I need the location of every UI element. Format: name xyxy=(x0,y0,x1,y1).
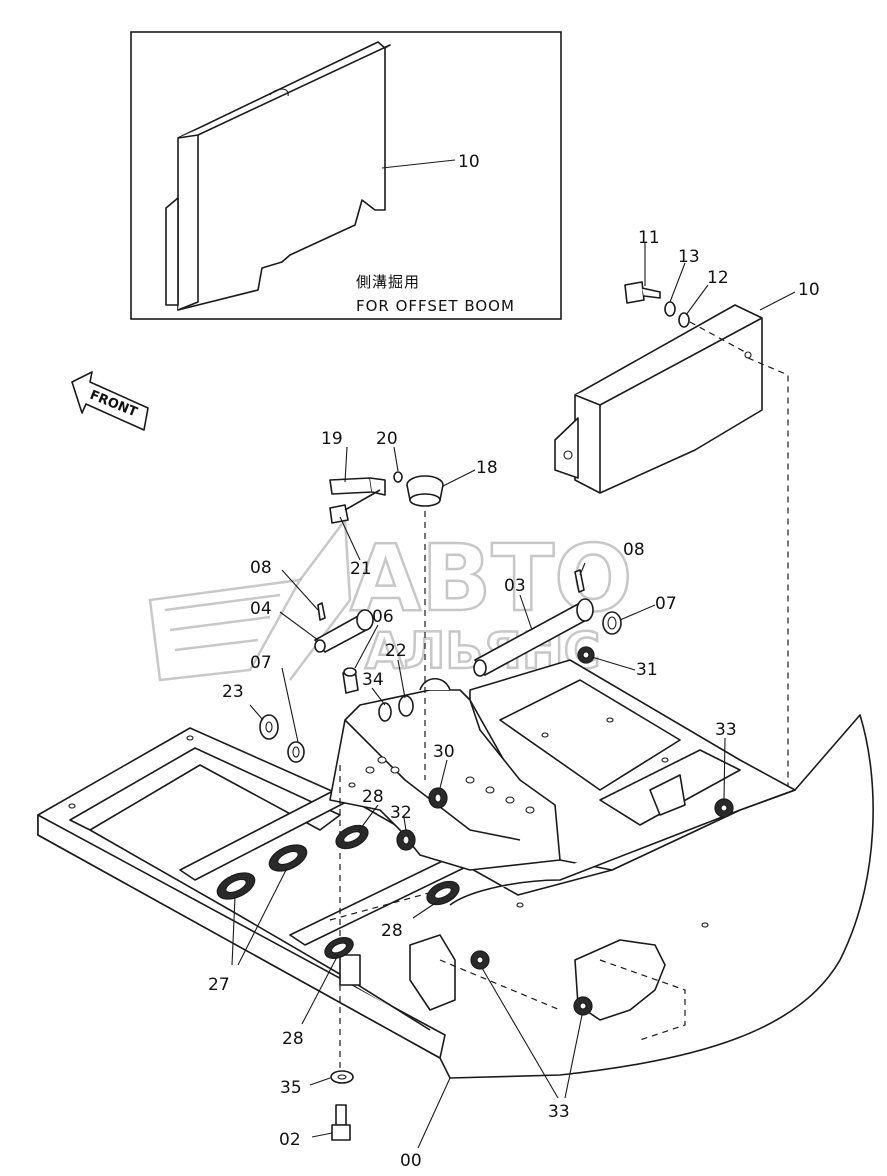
callout-35: 35 xyxy=(280,1078,302,1098)
inset-offset-boom: 10 側溝掘用 FOR OFFSET BOOM xyxy=(130,31,562,320)
oval-mount-28-c xyxy=(324,937,354,959)
callout-03: 03 xyxy=(504,576,526,596)
callout-19: 19 xyxy=(321,429,343,449)
rubber-mount-33-right xyxy=(573,996,593,1016)
spring-pin-08-left xyxy=(317,602,326,621)
callout-21: 21 xyxy=(350,559,372,579)
callout-28-middle: 28 xyxy=(381,921,403,941)
callout-10: 10 xyxy=(798,280,820,300)
front-direction-arrow: FRONT xyxy=(71,371,149,431)
leader-10-inset xyxy=(381,159,456,169)
rail-holes xyxy=(68,717,709,928)
washer-13 xyxy=(664,301,676,317)
rubber-mount-31 xyxy=(577,646,595,664)
bolt-02 xyxy=(331,1104,351,1141)
callout-06: 06 xyxy=(372,607,394,627)
inset-counterweight xyxy=(165,41,391,311)
callouts: 11 13 12 10 19 20 18 21 08 08 04 06 03 0… xyxy=(208,228,820,1171)
counterweight xyxy=(554,304,763,494)
inset-caption-jp: 側溝掘用 xyxy=(356,273,420,291)
callout-20: 20 xyxy=(376,429,398,449)
pin-04 xyxy=(314,609,374,653)
callout-34: 34 xyxy=(362,670,384,690)
rubber-mount-30 xyxy=(428,787,448,809)
oval-mount-28-a xyxy=(335,824,369,850)
callout-12: 12 xyxy=(707,268,729,288)
rubber-mount-33-front xyxy=(470,950,490,970)
callout-33-front: 33 xyxy=(548,1102,570,1122)
callout-22: 22 xyxy=(385,641,407,661)
callout-07-right: 07 xyxy=(655,594,677,614)
washer-20 xyxy=(393,471,403,483)
callout-27: 27 xyxy=(208,975,230,995)
callout-30: 30 xyxy=(433,742,455,762)
oval-mount-27-b xyxy=(268,844,308,872)
snap-ring-07-left xyxy=(287,741,305,763)
callout-08-left: 08 xyxy=(250,558,272,578)
upper-frame xyxy=(37,659,874,1079)
ring-22 xyxy=(398,695,414,717)
callout-04: 04 xyxy=(250,599,272,619)
inset-caption-en: FOR OFFSET BOOM xyxy=(356,297,515,315)
callout-11: 11 xyxy=(638,228,660,248)
leader-lines xyxy=(231,243,796,1149)
callout-07-left: 07 xyxy=(250,653,272,673)
callout-31: 31 xyxy=(636,660,658,680)
oval-mount-28-b xyxy=(426,880,460,906)
callout-28-upper: 28 xyxy=(362,787,384,807)
washer-12 xyxy=(678,312,690,328)
callout-02: 02 xyxy=(279,1130,301,1150)
callout-28-lower: 28 xyxy=(282,1029,304,1049)
callout-18: 18 xyxy=(476,458,498,478)
inset-frame xyxy=(130,31,562,320)
callout-23: 23 xyxy=(222,682,244,702)
callout-08-right: 08 xyxy=(623,540,645,560)
snap-ring-07-right xyxy=(602,611,622,635)
rubber-mount-33-rear xyxy=(714,798,734,818)
bolt-11 xyxy=(624,281,661,304)
pin-03 xyxy=(473,598,594,677)
oval-mount-27-a xyxy=(216,872,256,900)
bolt-21 xyxy=(329,489,381,524)
bushing-18 xyxy=(406,475,444,507)
callout-33-rear: 33 xyxy=(715,720,737,740)
callout-32: 32 xyxy=(390,803,412,823)
spring-pin-08-right xyxy=(574,569,585,593)
ring-34 xyxy=(378,702,392,722)
stopper-19 xyxy=(329,477,386,496)
rubber-mount-32 xyxy=(396,829,416,851)
callout-10-inset: 10 xyxy=(458,152,480,172)
callout-00: 00 xyxy=(400,1151,422,1171)
callout-13: 13 xyxy=(678,247,700,267)
washer-23 xyxy=(259,714,279,740)
grease-fitting-06 xyxy=(342,667,359,694)
